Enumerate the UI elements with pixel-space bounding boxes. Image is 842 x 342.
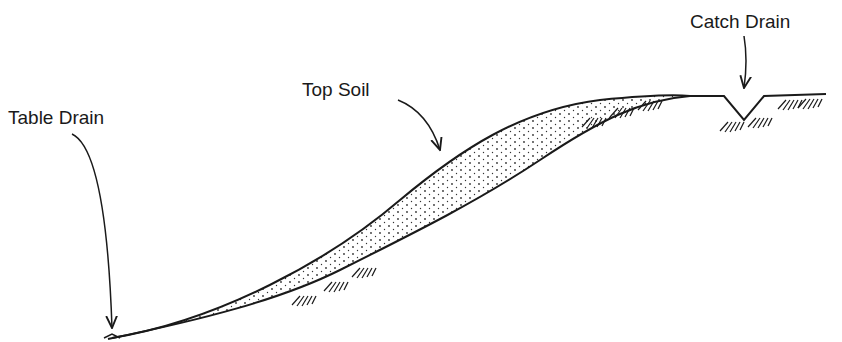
table-drain — [104, 334, 120, 338]
hatch-tuft — [610, 108, 634, 118]
hatch-tuft — [324, 282, 348, 292]
hatch-tuft — [778, 100, 802, 110]
leader-arrow — [744, 36, 746, 88]
ground-hatching — [292, 99, 822, 306]
leader-arrow — [72, 134, 112, 328]
hatch-tuft — [720, 122, 744, 132]
part-label: Table Drain — [6, 108, 106, 129]
hatch-tuft — [798, 99, 822, 109]
top-soil-layer — [112, 95, 690, 338]
part-label: Catch Drain — [688, 12, 792, 33]
hatch-tuft — [352, 268, 376, 278]
hatch-tuft — [638, 101, 662, 111]
soil-surface — [112, 95, 690, 338]
leader-arrow — [398, 100, 440, 150]
hatch-tuft — [582, 118, 606, 128]
hatch-tuft — [748, 118, 772, 128]
part-label: Top Soil — [300, 80, 372, 101]
ground-line — [108, 94, 826, 339]
hatch-tuft — [292, 296, 316, 306]
